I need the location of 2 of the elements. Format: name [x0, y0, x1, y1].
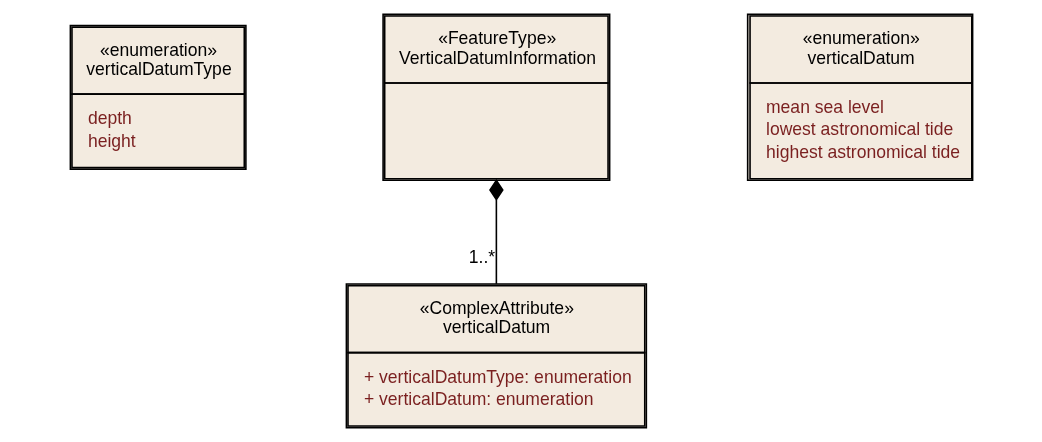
edge-label: 1..*	[468, 247, 495, 268]
connector	[488, 178, 504, 285]
